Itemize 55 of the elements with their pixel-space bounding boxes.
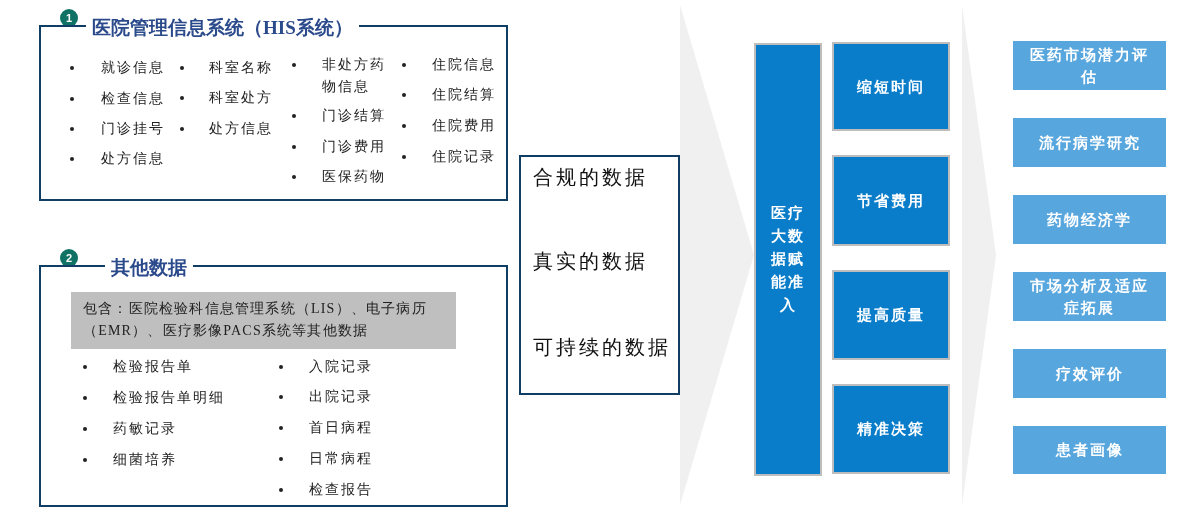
box-label: 市场分析及适应症拓展 <box>1029 276 1150 318</box>
process-box <box>832 155 950 246</box>
list-item: 药敏记录 <box>113 420 177 438</box>
list-item: 检验报告单 <box>113 358 193 376</box>
list-item: 细菌培养 <box>113 451 177 469</box>
box-label: 医疗大数据赋能准入 <box>770 204 806 315</box>
note-text: 包含：医院检验科信息管理系统（LIS）、电子病历（EMR）、医疗影像PACS系统等其他数据 <box>83 300 428 340</box>
list-item: 就诊信息 <box>101 59 165 77</box>
list-item: 检查报告 <box>309 481 373 499</box>
box-label: 患者画像 <box>1055 441 1124 460</box>
box-label: 流行病学研究 <box>1038 133 1141 153</box>
note-box <box>71 292 456 349</box>
list-item: 检查信息 <box>101 90 165 108</box>
box-label: 缩短时间 <box>857 77 925 97</box>
process-box <box>1013 118 1166 167</box>
process-box <box>832 42 950 131</box>
box-label: 节省费用 <box>857 191 925 211</box>
list-item: 住院费用 <box>432 117 496 135</box>
list-item: 入院记录 <box>309 358 373 376</box>
process-box <box>1013 272 1166 321</box>
panel-title: 医院管理信息系统（HIS系统） <box>86 17 359 39</box>
list-item: 出院记录 <box>309 388 373 406</box>
list-item: 住院结算 <box>432 86 496 104</box>
list-item: 科室处方 <box>209 89 273 107</box>
list-item: 门诊挂号 <box>101 120 165 138</box>
process-box <box>832 384 950 474</box>
process-box <box>754 43 822 476</box>
list-item: 门诊费用 <box>322 138 386 156</box>
list-item: 科室名称 <box>209 59 273 77</box>
box-text: 真实的数据 <box>533 249 648 274</box>
box-label: 药物经济学 <box>1047 210 1132 230</box>
process-box <box>1013 426 1166 474</box>
list-item: 日常病程 <box>309 450 373 468</box>
box-label: 精准决策 <box>857 420 925 439</box>
box-label: 提高质量 <box>857 306 925 325</box>
list-item: 非处方药物信息 <box>322 56 387 96</box>
process-box <box>832 270 950 360</box>
text-box <box>519 155 680 395</box>
list-item: 门诊结算 <box>322 107 386 125</box>
list-item: 医保药物 <box>322 168 386 186</box>
list-item: 住院记录 <box>432 148 496 166</box>
chevron-arrow <box>680 5 754 505</box>
box-text: 可持续的数据 <box>533 335 671 360</box>
list-item: 首日病程 <box>309 419 373 437</box>
process-box <box>1013 349 1166 398</box>
list-item: 检验报告单明细 <box>113 389 225 407</box>
list-item: 处方信息 <box>101 150 165 168</box>
panel-title: 其他数据 <box>105 257 193 279</box>
process-box <box>1013 41 1166 90</box>
process-box <box>1013 195 1166 244</box>
box-label: 医药市场潜力评估 <box>1029 45 1150 87</box>
list-item: 住院信息 <box>432 56 496 74</box>
list-item: 处方信息 <box>209 120 273 138</box>
box-text: 合规的数据 <box>533 165 648 190</box>
box-label: 疗效评价 <box>1055 364 1124 384</box>
